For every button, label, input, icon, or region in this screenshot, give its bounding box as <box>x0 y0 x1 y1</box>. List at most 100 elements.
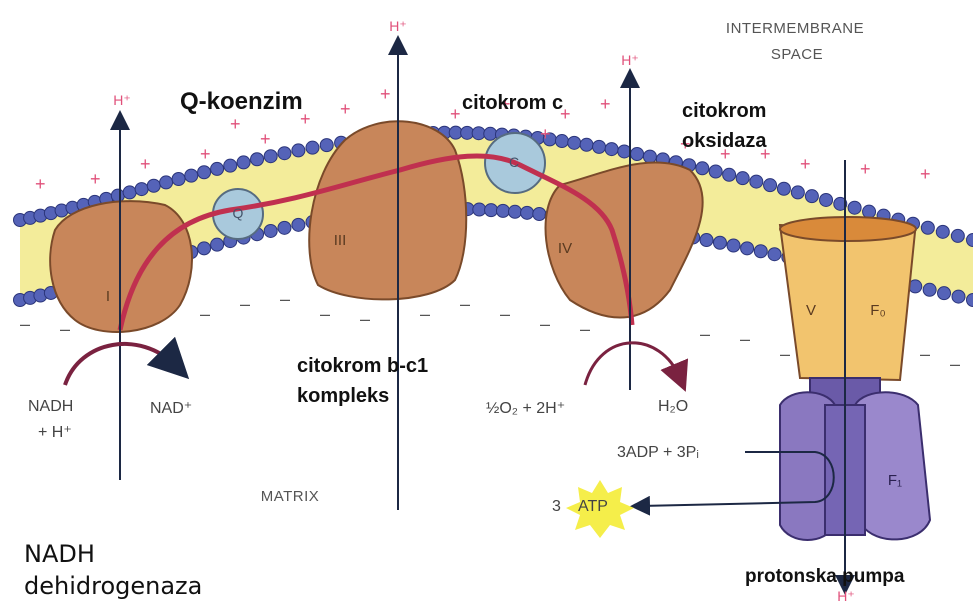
citokrom-oksidaza-label-2: oksidaza <box>682 130 766 153</box>
plus-sign: + <box>450 104 461 124</box>
lipid-head <box>764 179 777 192</box>
lipid-head <box>750 175 763 188</box>
lipid-head <box>863 205 876 218</box>
citokrom-oksidaza-label-1: citokrom <box>682 100 766 123</box>
lipid-head <box>768 248 781 261</box>
lipid-head <box>484 127 497 140</box>
oxygen-reaction-label: ½O₂ + 2H⁺ <box>486 398 565 418</box>
plus-sign: + <box>35 174 46 194</box>
minus-sign: – <box>740 329 750 349</box>
plus-sign: + <box>340 99 351 119</box>
lipid-head <box>777 182 790 195</box>
lipid-head <box>643 150 656 163</box>
lipid-head <box>264 224 277 237</box>
lipid-head <box>185 169 198 182</box>
complex-IV-label: IV <box>558 240 572 257</box>
atp-coefficient: 3 <box>552 498 561 516</box>
lipid-head <box>306 141 319 154</box>
h-plus-label-complex-III: H⁺ <box>389 18 407 35</box>
lipid-head <box>805 190 818 203</box>
lipid-head <box>496 204 509 217</box>
plus-sign: + <box>380 84 391 104</box>
plus-sign: + <box>260 129 271 149</box>
lipid-head <box>936 225 949 238</box>
plus-sign: + <box>230 114 241 134</box>
complex-I-label: I <box>106 288 110 305</box>
nadh-h-label: + H⁺ <box>38 422 72 442</box>
citokrom-c-label: citokrom c <box>462 92 563 115</box>
lipid-head <box>951 229 964 242</box>
lipid-head <box>727 239 740 252</box>
h-plus-label-complex-I: H⁺ <box>113 92 131 109</box>
minus-sign: – <box>200 304 210 324</box>
atp-synthase-f1 <box>780 378 930 540</box>
lipid-head <box>472 127 485 140</box>
complex-I <box>50 201 192 332</box>
minus-sign: – <box>280 289 290 309</box>
plus-sign: + <box>90 169 101 189</box>
plus-sign: + <box>600 94 611 114</box>
minus-sign: – <box>540 314 550 334</box>
complex-V-label: V <box>806 302 816 319</box>
lipid-head <box>713 236 726 249</box>
intermembrane-space-label: INTERMEMBRANE <box>726 20 864 37</box>
h-plus-label-complex-IV: H⁺ <box>621 52 639 69</box>
lipid-head <box>754 245 767 258</box>
lipid-head <box>952 290 965 303</box>
minus-sign: – <box>420 304 430 324</box>
lipid-head <box>198 166 211 179</box>
lipid-head <box>508 205 521 218</box>
intermembrane-space-label-2: SPACE <box>771 46 823 63</box>
minus-sign: – <box>20 314 30 334</box>
lipid-head <box>938 287 951 300</box>
lipid-head <box>791 186 804 199</box>
complex-III-label: III <box>334 232 347 249</box>
lipid-head <box>211 162 224 175</box>
lipid-head <box>605 143 618 156</box>
plus-sign: + <box>140 154 151 174</box>
nadh-dehidrogenaza-label-1: NADH <box>24 540 95 568</box>
lipid-head <box>723 168 736 181</box>
minus-sign: – <box>950 354 960 374</box>
lipid-head <box>211 238 224 251</box>
lipid-head <box>147 179 160 192</box>
adp-label: 3ADP + 3Pᵢ <box>617 444 699 462</box>
lipid-head <box>848 201 861 214</box>
lipid-head <box>485 204 498 217</box>
minus-sign: – <box>580 319 590 339</box>
lipid-head <box>521 206 534 219</box>
lipid-head <box>160 176 173 189</box>
lipid-head <box>278 221 291 234</box>
nadh-label: NADH <box>28 398 73 416</box>
minus-sign: – <box>920 344 930 364</box>
lipid-head <box>123 186 136 199</box>
minus-sign: – <box>60 319 70 339</box>
plus-sign: + <box>540 124 551 144</box>
nadh-dehidrogenaza-label-2: dehidrogenaza <box>24 572 202 600</box>
plus-sign: + <box>200 144 211 164</box>
minus-sign: – <box>500 304 510 324</box>
minus-sign: – <box>320 304 330 324</box>
lipid-head <box>593 140 606 153</box>
lipid-head <box>172 173 185 186</box>
minus-sign: – <box>360 309 370 329</box>
lipid-head <box>198 242 211 255</box>
lipid-head <box>923 283 936 296</box>
citokrom-bc1-label-1: citokrom b-c1 <box>297 355 428 378</box>
atp-synthase-fo <box>780 225 915 380</box>
lipid-head <box>278 147 291 160</box>
lipid-head <box>631 147 644 160</box>
lipid-head <box>135 183 148 196</box>
lipid-head <box>580 138 593 151</box>
lipid-head <box>555 135 568 148</box>
lipid-head <box>251 153 264 166</box>
q-koenzim-label: Q-koenzim <box>180 88 303 116</box>
oxygen-reduction-arc <box>585 343 680 385</box>
lipid-head <box>568 136 581 149</box>
plus-sign: + <box>920 164 931 184</box>
lipid-head <box>741 242 754 255</box>
lipid-head <box>264 150 277 163</box>
citokrom-bc1-label-2: kompleks <box>297 385 389 408</box>
f1-label: F₁ <box>888 472 902 489</box>
